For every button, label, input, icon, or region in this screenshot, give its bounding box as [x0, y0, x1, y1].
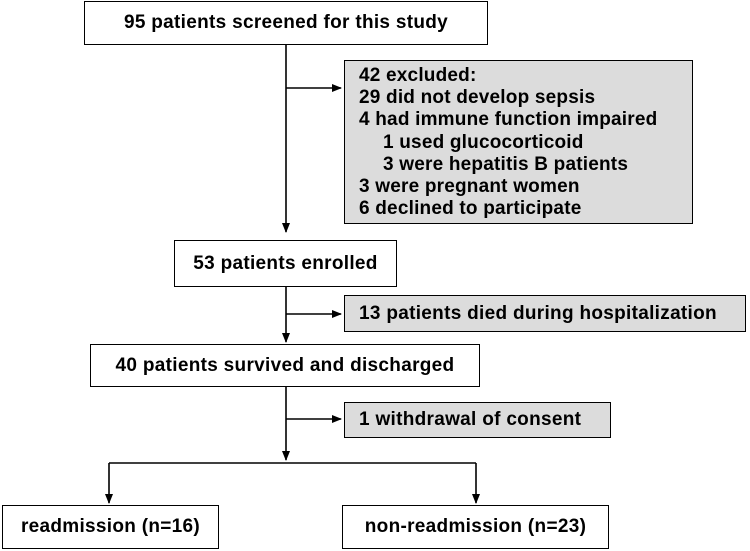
- excluded-subreason: 1 used glucocorticoid: [383, 131, 584, 153]
- screened-text: 95 patients screened for this study: [123, 12, 449, 33]
- excluded-reason: 29 did not develop sepsis: [359, 87, 596, 109]
- enrolled-box: 53 patients enrolled: [174, 240, 397, 287]
- enrolled-text: 53 patients enrolled: [193, 252, 378, 274]
- withdrawal-box: 1 withdrawal of consent: [344, 402, 611, 438]
- died-box: 13 patients died during hospitalization: [344, 295, 746, 332]
- excluded-reason: 3 were pregnant women: [359, 176, 580, 198]
- readmission-text: readmission (n=16): [20, 516, 201, 537]
- survived-box: 40 patients survived and discharged: [90, 344, 480, 387]
- excluded-reason: 4 had immune function impaired: [359, 109, 658, 131]
- died-text: 13 patients died during hospitalization: [359, 302, 717, 324]
- screened-box: 95 patients screened for this study: [84, 1, 488, 45]
- non-readmission-box: non-readmission (n=23): [342, 505, 609, 549]
- excluded-box: 42 excluded: 29 did not develop sepsis 4…: [344, 60, 693, 224]
- excluded-reason: 6 declined to participate: [359, 198, 582, 220]
- excluded-subreason: 3 were hepatitis B patients: [383, 153, 629, 175]
- excluded-title: 42 excluded:: [359, 65, 477, 86]
- readmission-box: readmission (n=16): [2, 505, 219, 549]
- survived-text: 40 patients survived and discharged: [115, 354, 455, 376]
- withdrawal-text: 1 withdrawal of consent: [359, 409, 582, 430]
- non-readmission-text: non-readmission (n=23): [364, 516, 587, 537]
